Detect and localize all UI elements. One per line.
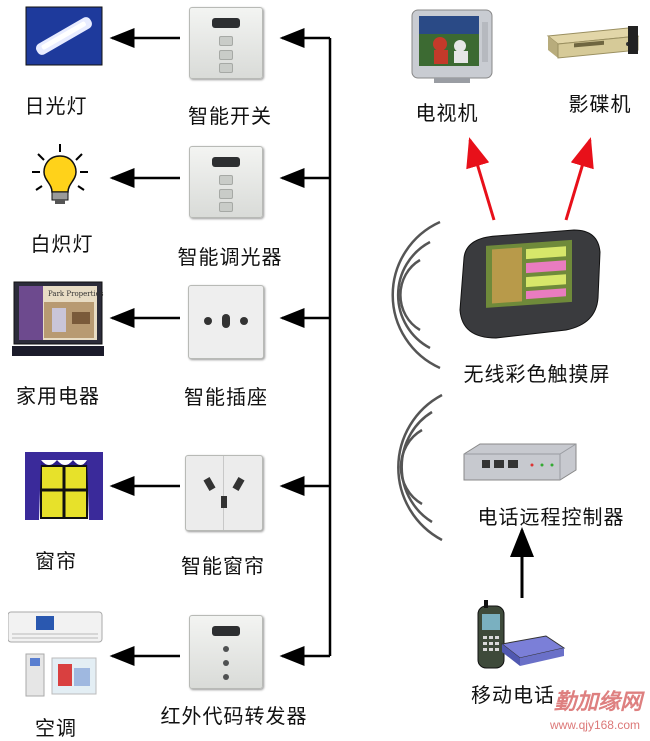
home-appliance-monitor-image: Park Properties [12, 280, 104, 360]
tv-label: 电视机 [415, 101, 479, 125]
dvd-player-label: 影碟机 [568, 92, 632, 116]
dvd-player-image [544, 22, 640, 62]
incandescent-lamp-label: 白炽灯 [30, 232, 94, 256]
mobile-phone-image [472, 600, 568, 674]
wireless-waves-controller [397, 393, 443, 542]
air-conditioner-image [7, 608, 104, 698]
smart-dimmer-label: 智能调光器 [177, 245, 283, 269]
smart-switch-panel [189, 7, 263, 79]
wireless-waves-touchscreen [391, 220, 441, 370]
curtain-label: 窗帘 [35, 549, 77, 573]
smart-dimmer-panel [189, 146, 263, 218]
light-bulb-icon [30, 140, 90, 210]
touchscreen-label: 无线彩色触摸屏 [463, 362, 611, 386]
smart-socket-panel [188, 285, 264, 359]
home-appliance-label: 家用电器 [16, 384, 100, 408]
ir-transponder-panel [189, 615, 263, 689]
watermark-brand: 勤加缘网 [553, 689, 642, 715]
fluorescent-lamp-image [25, 6, 103, 66]
air-conditioner-label: 空调 [35, 716, 77, 740]
smart-curtain-panel [185, 455, 263, 531]
curtain-image [25, 452, 103, 522]
smart-switch-label: 智能开关 [188, 104, 272, 128]
smart-curtain-label: 智能窗帘 [181, 554, 265, 578]
touch-to-tv-arrow [466, 137, 496, 221]
watermark-url: www.qjy168.com [549, 718, 640, 732]
smart-socket-label: 智能插座 [184, 385, 268, 409]
mobile-phone-label: 移动电话 [471, 683, 555, 707]
fluorescent-lamp-label: 日光灯 [24, 94, 88, 118]
touch-to-dvd-arrow [564, 137, 594, 221]
phone-controller-label: 电话远程控制器 [477, 505, 625, 529]
tv-image [410, 8, 494, 84]
phone-controller-image [460, 440, 578, 484]
wireless-touchscreen-image [456, 228, 602, 340]
ir-transponder-label: 红外代码转发器 [160, 704, 308, 728]
monitor-screen-text: Park Properties [48, 290, 104, 298]
